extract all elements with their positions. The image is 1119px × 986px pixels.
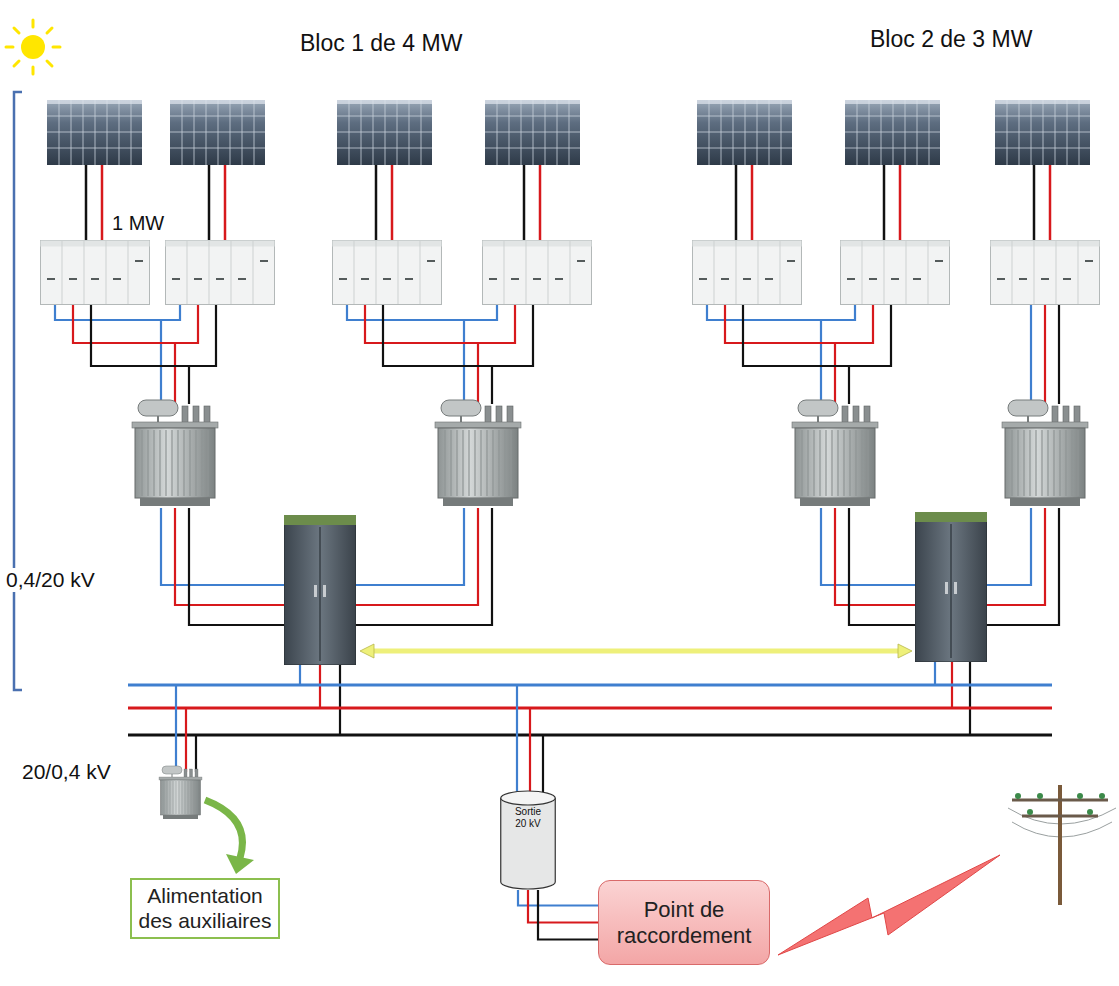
output-drops [517, 685, 543, 796]
power-label: 1 MW [110, 212, 166, 235]
node-text: Sortie 20 kV [508, 806, 548, 829]
block-title: Bloc 1 de 4 MW [298, 30, 464, 56]
voltage-label: 0,4/20 kV [4, 568, 97, 592]
node-text: Alimentation des auxiliaires [138, 884, 272, 932]
aux-supply-box: Alimentation des auxiliaires [130, 878, 280, 939]
node-text-group: Alimentation des auxiliaires [138, 884, 272, 932]
cylinder-body [501, 798, 556, 889]
block-bracket [14, 92, 22, 690]
node-text: Point de raccordement [607, 897, 761, 948]
sun-icon [6, 20, 60, 74]
pv-panels [47, 100, 1090, 165]
link-arrow [360, 644, 912, 658]
connection-point-box: Point de raccordement [598, 880, 770, 965]
voltage-label: 20/0,4 kV [20, 760, 113, 784]
mv-busbar [128, 685, 1052, 735]
node-text-group: Point de raccordement [607, 897, 761, 948]
inverters [41, 241, 1100, 305]
node-text-group: Sortie 20 kV [508, 806, 548, 829]
bus-drops [300, 662, 970, 735]
block-title: Bloc 2 de 3 MW [868, 26, 1034, 52]
lv-cables [55, 305, 1059, 404]
feeder-cable [518, 890, 598, 940]
utility-pole [1008, 785, 1116, 905]
output-cylinder: Sortie 20 kV [500, 790, 556, 890]
cable-phase [518, 890, 598, 906]
cylinder-shape [500, 790, 556, 890]
aux-transformer [159, 685, 202, 819]
step-up-transformers [132, 400, 1088, 506]
cable-phase [538, 890, 598, 940]
grid-lightning [778, 855, 1000, 955]
cylinder-top [501, 791, 556, 805]
supply-arrow [205, 800, 254, 874]
dc-cables [86, 165, 1050, 240]
switchgear-cabinets [284, 512, 987, 665]
